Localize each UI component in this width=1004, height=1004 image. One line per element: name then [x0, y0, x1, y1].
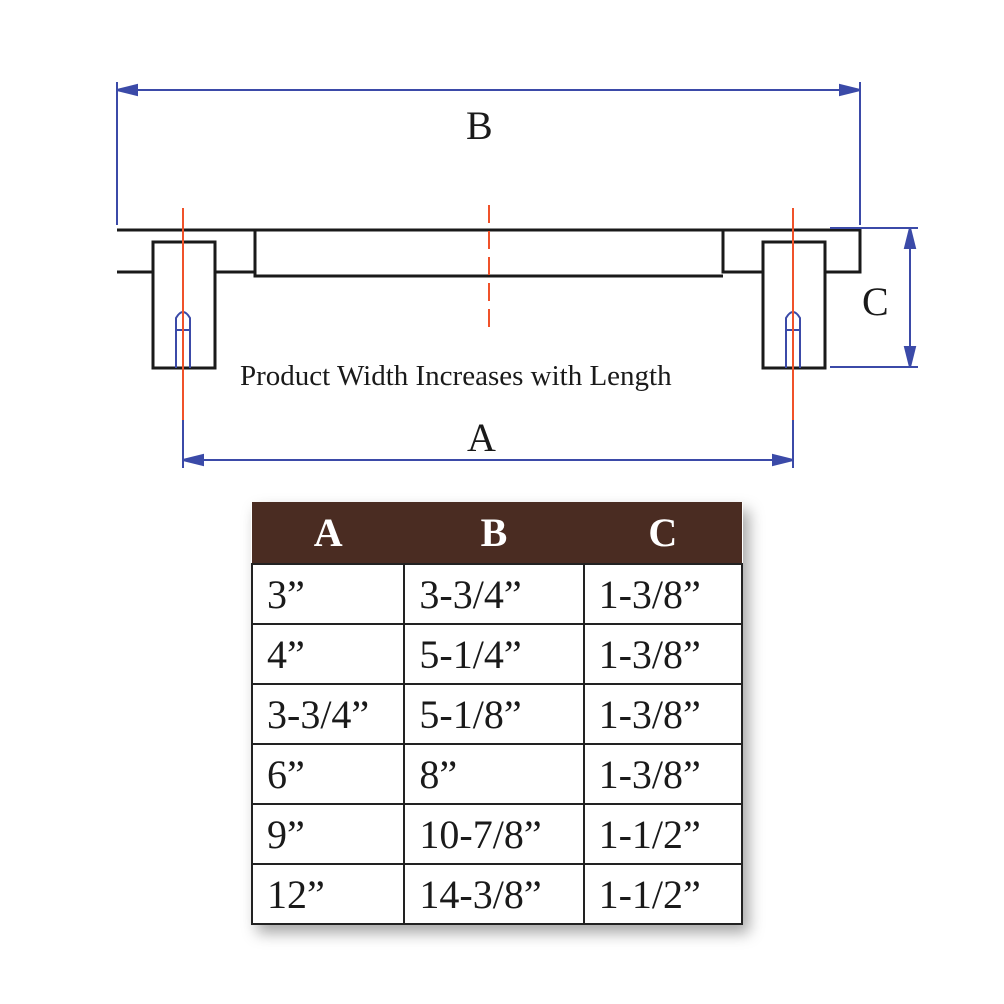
table-header-row: A B C — [252, 502, 742, 564]
table-row: 9”10-7/8”1-1/2” — [250, 803, 744, 865]
cell-a: 12” — [250, 863, 406, 925]
dimension-lines — [116, 82, 918, 468]
cell-c: 1-3/8” — [582, 623, 744, 685]
cell-c: 1-3/8” — [582, 683, 744, 745]
header-a: A — [252, 502, 405, 564]
table-row: 12”14-3/8”1-1/2” — [250, 863, 744, 925]
cell-a: 3” — [250, 563, 406, 625]
cell-a: 4” — [250, 623, 406, 685]
table-row: 3”3-3/4”1-3/8” — [250, 563, 744, 625]
table-row: 3-3/4”5-1/8”1-3/8” — [250, 683, 744, 745]
cell-b: 14-3/8” — [403, 863, 585, 925]
cell-b: 10-7/8” — [403, 803, 585, 865]
dimension-label-c: C — [862, 279, 889, 324]
table-row: 4”5-1/4”1-3/8” — [250, 623, 744, 685]
dimension-label-b: B — [466, 103, 493, 148]
cell-a: 6” — [250, 743, 406, 805]
cell-b: 5-1/8” — [403, 683, 585, 745]
header-b: B — [404, 502, 584, 564]
cell-b: 8” — [403, 743, 585, 805]
cell-a: 9” — [250, 803, 406, 865]
handle-drawing — [116, 82, 918, 468]
product-width-note: Product Width Increases with Length — [240, 360, 672, 392]
cell-c: 1-1/2” — [582, 863, 744, 925]
dimension-label-a: A — [467, 415, 496, 460]
cell-b: 3-3/4” — [403, 563, 585, 625]
dimension-table: A B C 3”3-3/4”1-3/8” 4”5-1/4”1-3/8” 3-3/… — [250, 502, 744, 925]
header-c: C — [583, 502, 742, 564]
cell-c: 1-3/8” — [582, 743, 744, 805]
centerlines — [182, 205, 794, 420]
cell-b: 5-1/4” — [403, 623, 585, 685]
cell-a: 3-3/4” — [250, 683, 406, 745]
table-row: 6”8”1-3/8” — [250, 743, 744, 805]
cell-c: 1-1/2” — [582, 803, 744, 865]
cell-c: 1-3/8” — [582, 563, 744, 625]
